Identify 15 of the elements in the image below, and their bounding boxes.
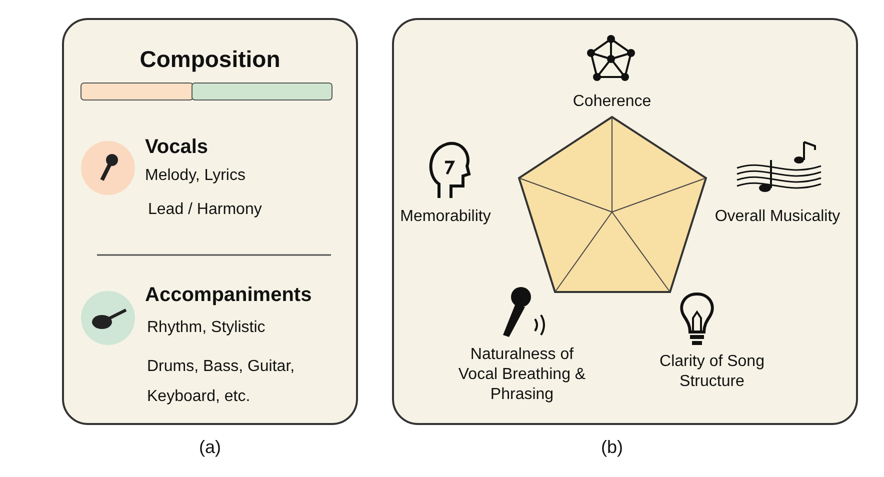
section-text: Rhythm, Stylistic <box>147 318 266 338</box>
section-heading: Accompaniments <box>145 285 313 305</box>
axis-label: Overall Musicality <box>714 207 842 227</box>
section-heading: Vocals <box>145 137 209 157</box>
section-text: Melody, Lyrics <box>145 166 246 186</box>
section-text: Drums, Bass, Guitar, Keyboard, etc. <box>147 357 296 407</box>
axis-label: Clarity of Song Structure <box>658 352 766 392</box>
axis-label: Memorability <box>399 207 492 227</box>
panel-label: (b) <box>600 437 624 457</box>
axis-label: Naturalness of Vocal Breathing & Phrasing <box>457 345 587 405</box>
panel <box>62 18 358 425</box>
section-text: Lead / Harmony <box>148 200 263 220</box>
axis-label: Coherence <box>572 92 652 112</box>
panel-heading: Composition <box>138 45 282 73</box>
panel-label: (a) <box>198 437 222 457</box>
